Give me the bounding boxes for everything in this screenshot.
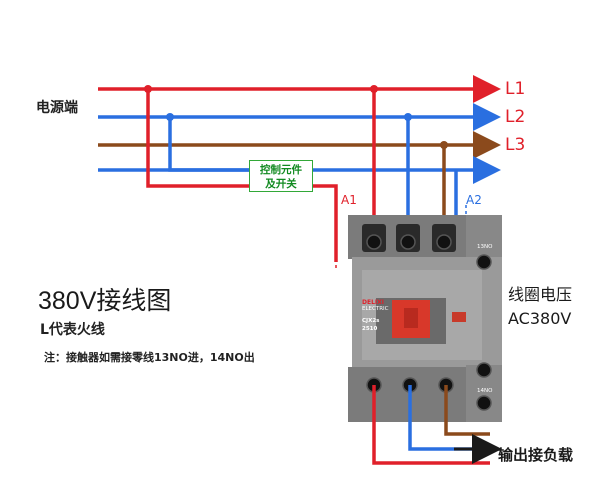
phase-label-l1: L1 <box>505 79 526 99</box>
diagram-title: 380V接线图 <box>38 287 172 315</box>
coil-voltage-line1: 线圈电压 <box>508 285 573 304</box>
coil-terminal-a1: A1 <box>341 193 357 207</box>
coil-terminal-a2: A2 <box>466 193 482 207</box>
model-label: CJX2s <box>362 318 380 324</box>
brand-label: DELIXI <box>362 299 384 306</box>
control-element-line2: 及开关 <box>265 178 297 190</box>
bottom-terminals <box>366 362 492 411</box>
phase-label-l3: L3 <box>505 135 526 155</box>
indicator-window <box>452 312 466 322</box>
junction-dot <box>370 85 378 93</box>
diagram-subtitle: L代表火线 <box>40 322 105 338</box>
phase-label-l2: L2 <box>505 107 526 127</box>
junction-dot <box>144 85 152 93</box>
control-element-line1: 控制元件 <box>260 164 302 176</box>
control-wire-out <box>313 184 338 262</box>
output-wire-red <box>372 385 490 465</box>
junction-dot <box>440 141 448 149</box>
coil-voltage-label: 线圈电压 AC380V <box>508 283 572 331</box>
output-load-label: 输出接负载 <box>498 446 574 464</box>
top-terminals <box>362 224 492 270</box>
power-source-label: 电源端 <box>36 100 78 116</box>
junction-dot <box>404 113 412 121</box>
diagram-note: 注：接触器如需接零线13NO进，14NO出 <box>44 351 255 364</box>
coil-voltage-line2: AC380V <box>508 309 572 328</box>
contactor: 13NO DELIXI ELECTRIC CJX2s 2510 14NO <box>348 215 502 422</box>
control-wire-blue <box>168 117 249 172</box>
control-element-box: 控制元件 及开关 <box>249 160 313 192</box>
junction-dot <box>166 113 174 121</box>
aux-top-label: 13NO <box>477 244 493 250</box>
aux-bottom-label: 14NO <box>477 388 493 394</box>
rating-label: 2510 <box>362 326 377 332</box>
sub-brand-label: ELECTRIC <box>362 306 389 312</box>
control-wire-red <box>146 89 249 188</box>
